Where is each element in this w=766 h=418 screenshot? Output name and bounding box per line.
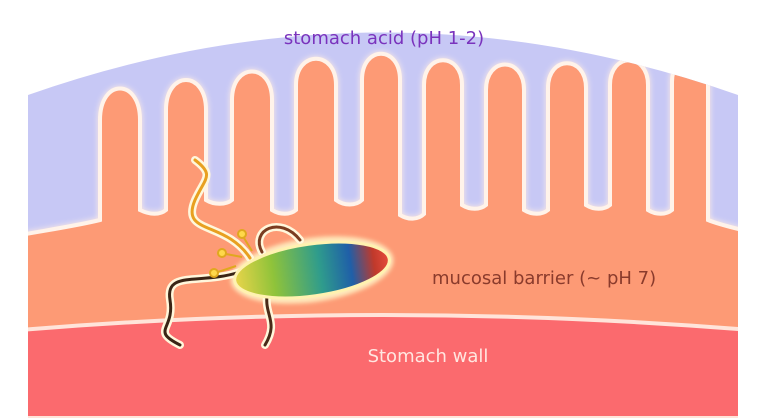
stomach-acid-label: stomach acid (pH 1-2)	[284, 28, 484, 49]
stomach-wall-label: Stomach wall	[368, 346, 489, 367]
mucosal-barrier-label: mucosal barrier (~ pH 7)	[432, 268, 656, 289]
